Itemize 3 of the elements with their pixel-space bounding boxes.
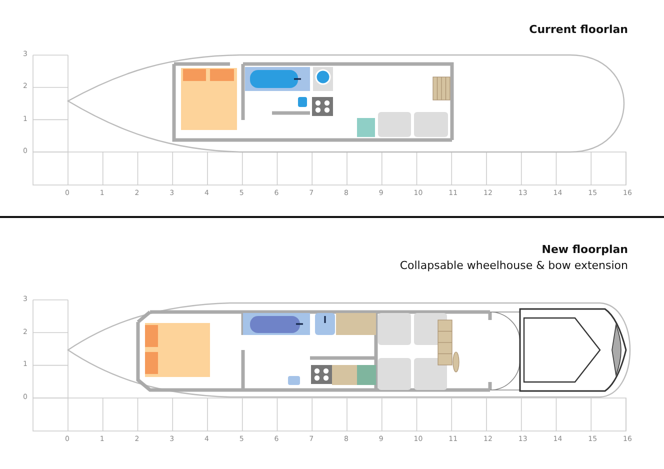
plan-title: Current floorlan	[529, 23, 628, 36]
plan-title: New floorplan	[542, 243, 628, 256]
plan-subtitle: Collapsable wheelhouse & bow extension	[400, 259, 628, 272]
